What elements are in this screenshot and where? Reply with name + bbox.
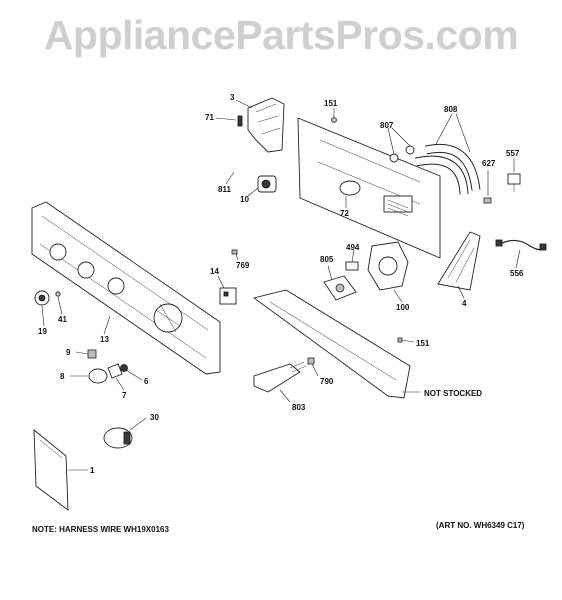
part-72-backsplash-panel[interactable]: [297, 117, 441, 259]
part-808-inlet-hoses[interactable]: [415, 143, 481, 195]
part-10-pressure-switch[interactable]: [257, 175, 277, 193]
callout-627: 627: [482, 159, 496, 168]
callout-41: 41: [58, 315, 67, 324]
callout-1: 1: [90, 466, 95, 475]
callout-19: 19: [38, 327, 47, 336]
part-19-knob[interactable]: [34, 290, 50, 306]
part-41-spring[interactable]: [55, 291, 61, 297]
part-151-clip-top[interactable]: [331, 117, 337, 123]
part-494-connector[interactable]: [345, 261, 359, 271]
callout-100: 100: [396, 303, 410, 312]
site-watermark: AppliancePartsPros.com: [43, 12, 519, 58]
part-6-washer[interactable]: [120, 364, 128, 372]
callout-151-top: 151: [324, 99, 338, 108]
callout-9: 9: [66, 348, 71, 357]
part-3-bracket[interactable]: [247, 97, 285, 153]
part-627-clip[interactable]: [483, 197, 492, 204]
callout-807: 807: [380, 121, 394, 130]
callout-803: 803: [292, 403, 306, 412]
part-8-knob[interactable]: [88, 368, 108, 384]
art-number: (ART NO. WH6349 C17): [436, 521, 525, 530]
callout-6: 6: [144, 377, 149, 386]
part-790-clip[interactable]: [307, 357, 315, 365]
part-1-literature[interactable]: [33, 429, 69, 511]
callout-7: 7: [122, 391, 127, 400]
part-100-timer-housing[interactable]: [367, 241, 409, 291]
callout-811: 811: [218, 185, 231, 194]
callout-494: 494: [346, 243, 360, 252]
part-30-capacitor[interactable]: [103, 427, 133, 449]
callout-8: 8: [60, 372, 65, 381]
callout-4: 4: [462, 299, 467, 308]
part-13-control-panel[interactable]: [31, 201, 221, 375]
part-769-clip[interactable]: [231, 249, 238, 255]
part-557-valve[interactable]: [507, 173, 521, 192]
callout-10: 10: [240, 195, 249, 204]
part-7-spring[interactable]: [107, 363, 123, 379]
callout-769: 769: [236, 261, 250, 270]
part-9-bushing[interactable]: [87, 349, 97, 359]
part-14-switch[interactable]: [219, 287, 237, 305]
callout-30: 30: [150, 413, 159, 422]
part-803-handle[interactable]: [253, 361, 307, 393]
part-4-end-bracket[interactable]: [437, 231, 481, 291]
part-805-assembly[interactable]: [323, 275, 357, 301]
harness-note: NOTE: HARNESS WIRE WH19X0163: [32, 525, 169, 534]
callout-13: 13: [100, 335, 109, 344]
callout-557: 557: [506, 149, 520, 158]
callout-71: 71: [205, 113, 214, 122]
part-556-wire-harness[interactable]: [495, 239, 547, 251]
callout-790: 790: [320, 377, 334, 386]
callout-808: 808: [444, 105, 458, 114]
callout-805: 805: [320, 255, 334, 264]
part-807-fittings[interactable]: [389, 145, 415, 163]
callout-72: 72: [340, 209, 349, 218]
not-stocked-label: NOT STOCKED: [424, 389, 482, 398]
part-71-screw[interactable]: [237, 115, 243, 127]
callout-3: 3: [230, 93, 235, 102]
part-811-hose[interactable]: [209, 158, 257, 176]
callout-556: 556: [510, 269, 524, 278]
callout-14: 14: [210, 267, 219, 276]
part-lower-rail-not-stocked[interactable]: [252, 289, 411, 399]
callout-151-lower: 151: [416, 339, 430, 348]
part-151-clip-lower[interactable]: [397, 337, 403, 343]
